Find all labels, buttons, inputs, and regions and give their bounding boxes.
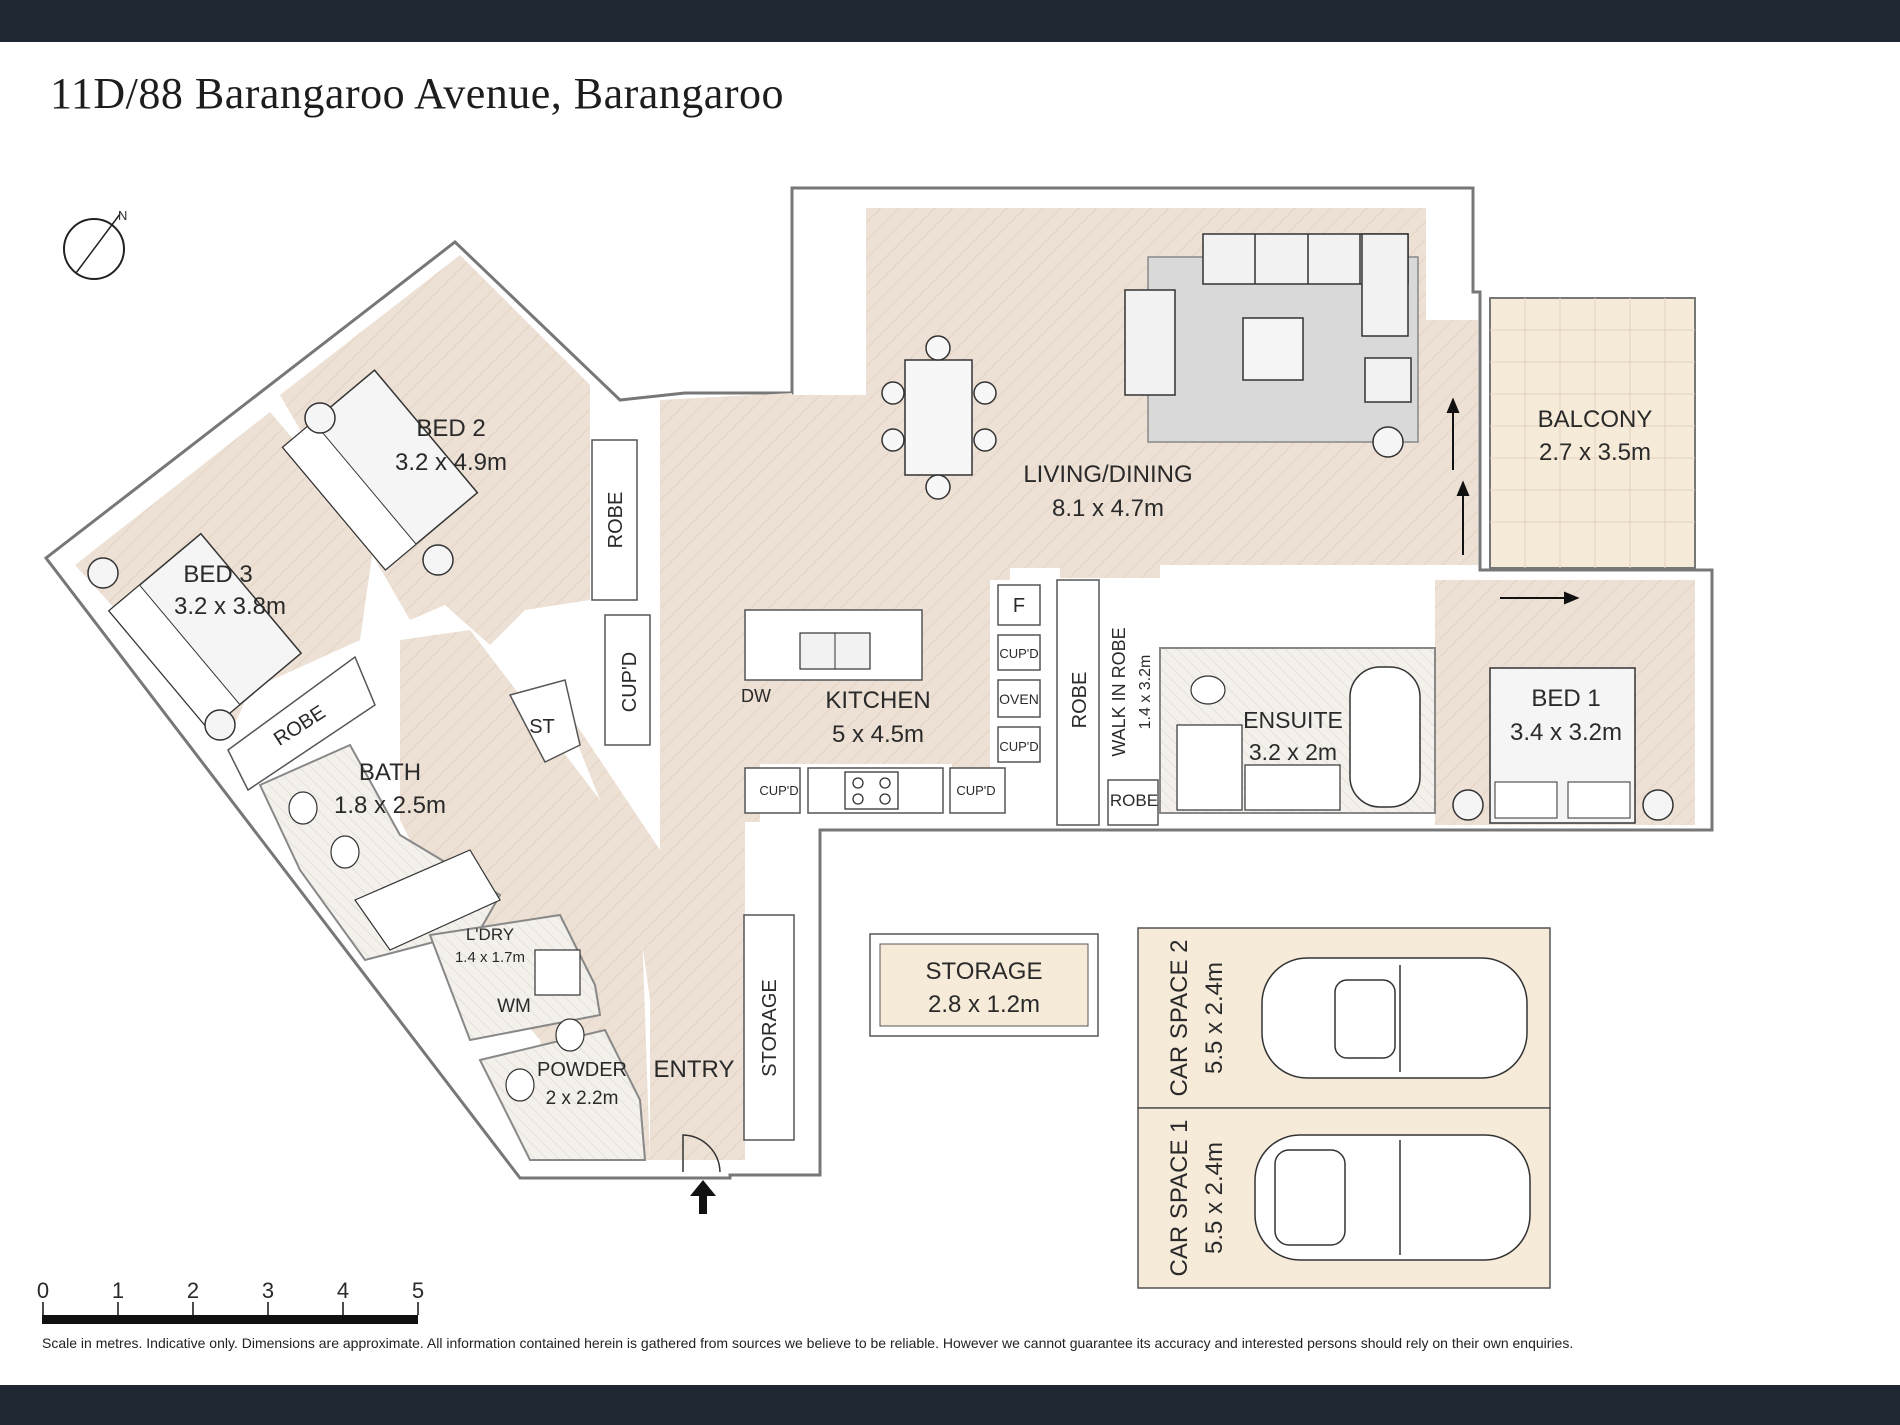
- car2-size: 5.5 x 2.4m: [1201, 962, 1228, 1074]
- entry-door: [682, 1134, 721, 1173]
- bath-fixtures: [288, 791, 585, 1102]
- bed2-size: 3.2 x 4.9m: [395, 449, 507, 476]
- north-compass-icon: N: [63, 208, 127, 280]
- car1-size: 5.5 x 2.4m: [1201, 1142, 1228, 1254]
- storage-size: 2.8 x 1.2m: [928, 991, 1040, 1018]
- bath-name: BATH: [359, 759, 421, 786]
- wm-label: WM: [497, 996, 531, 1017]
- scale-tick-label: 3: [262, 1278, 274, 1303]
- bed3-name: BED 3: [183, 561, 252, 588]
- living-size: 8.1 x 4.7m: [1052, 495, 1164, 522]
- car-icon: [1261, 957, 1528, 1079]
- powder-size: 2 x 2.2m: [546, 1088, 619, 1109]
- scale-bar: 0 1 2 3 4 5: [37, 1278, 424, 1324]
- bathtub-icon: [1349, 666, 1421, 808]
- fridge-label: F: [1013, 595, 1025, 617]
- bedside-lamp-icon: [1642, 789, 1674, 821]
- bed1-size: 3.4 x 3.2m: [1510, 719, 1622, 746]
- robe-small-label: ROBE: [1110, 791, 1158, 810]
- robe-bed2-label: ROBE: [605, 492, 627, 549]
- cupd-bench-right-label: CUP'D: [956, 783, 995, 798]
- bed1-bed-icon: [1489, 667, 1636, 824]
- ensuite-size: 3.2 x 2m: [1249, 739, 1337, 765]
- scale-tick-label: 0: [37, 1278, 49, 1303]
- top-bar: [0, 0, 1900, 42]
- hallway-floor: [400, 630, 650, 1160]
- storage-hall-label: STORAGE: [759, 979, 781, 1076]
- bedside-lamp-icon: [304, 402, 336, 434]
- car-icon: [1254, 1134, 1531, 1261]
- bath-size: 1.8 x 2.5m: [334, 792, 446, 819]
- living-floor: [560, 208, 1478, 1160]
- oven-label: OVEN: [999, 691, 1039, 707]
- laundry-name: L'DRY: [466, 925, 514, 944]
- bedside-lamp-icon: [204, 709, 236, 741]
- cupd-hall: [604, 614, 651, 746]
- kitchen-size: 5 x 4.5m: [832, 721, 924, 748]
- sofa-icon: [1124, 233, 1409, 396]
- bottom-bar: [0, 1385, 1900, 1425]
- cupd-lower: [997, 726, 1041, 763]
- robe-small: [1107, 779, 1159, 826]
- bedside-lamp-icon: [422, 544, 454, 576]
- balcony-floor: [1489, 297, 1696, 569]
- entry-arrow-icon: [690, 1180, 716, 1214]
- st-cupboard: [508, 679, 581, 763]
- kitchen-island: [744, 609, 923, 681]
- wir-name: WALK IN ROBE: [1109, 627, 1129, 756]
- cupd-upper: [997, 634, 1041, 671]
- floor-plan: N: [37, 186, 1714, 1324]
- bed3-bed-icon: [107, 532, 303, 732]
- toilet-icon: [1190, 675, 1226, 705]
- storage-hall: [743, 914, 795, 1141]
- cupd-lower-label: CUP'D: [999, 739, 1038, 754]
- dining-table-icon: [881, 335, 997, 500]
- living-name: LIVING/DINING: [1023, 461, 1192, 488]
- robe-bed2: [591, 439, 638, 601]
- coffee-table-icon: [1242, 317, 1304, 381]
- powder-name: POWDER: [537, 1059, 627, 1081]
- scale-tick-label: 1: [112, 1278, 124, 1303]
- scale-tick-label: 5: [412, 1278, 424, 1303]
- entry-name: ENTRY: [654, 1056, 735, 1083]
- cupd-hall-label: CUP'D: [619, 652, 641, 713]
- robe-wir-label: ROBE: [1069, 672, 1091, 729]
- bed1-name: BED 1: [1531, 685, 1600, 712]
- laundry-size: 1.4 x 1.7m: [455, 949, 525, 966]
- vanity-icon: [1244, 764, 1341, 811]
- storage-name: STORAGE: [926, 958, 1043, 985]
- car2-name: CAR SPACE 2: [1166, 940, 1193, 1097]
- cupd-bench-left-label: CUP'D: [759, 783, 798, 798]
- st-label: ST: [529, 716, 555, 738]
- balcony-size: 2.7 x 3.5m: [1539, 439, 1651, 466]
- scale-tick-label: 4: [337, 1278, 349, 1303]
- wir-size: 1.4 x 3.2m: [1137, 655, 1154, 730]
- bedside-lamp-icon: [87, 557, 119, 589]
- ensuite-name: ENSUITE: [1243, 707, 1343, 733]
- kitchen-bench: [744, 767, 1006, 814]
- plant-icon: [1372, 426, 1404, 458]
- disclaimer-text: Scale in metres. Indicative only. Dimens…: [42, 1335, 1574, 1351]
- page-title: 11D/88 Barangaroo Avenue, Barangaroo: [50, 69, 784, 118]
- door-arrow-icon: [1446, 397, 1580, 605]
- cupd-upper-label: CUP'D: [999, 646, 1038, 661]
- compass-n-label: N: [118, 208, 127, 223]
- armchair-icon: [1364, 357, 1412, 403]
- robe-wir: [1056, 579, 1100, 826]
- balcony-name: BALCONY: [1538, 406, 1653, 433]
- car1-name: CAR SPACE 1: [1166, 1120, 1193, 1277]
- balcony-tiles: [1490, 298, 1695, 568]
- dw-label: DW: [741, 686, 771, 706]
- oven: [997, 679, 1041, 718]
- fridge: [997, 584, 1041, 626]
- kitchen-name: KITCHEN: [825, 687, 930, 714]
- bed2-name: BED 2: [416, 415, 485, 442]
- laundry-floor: [428, 913, 602, 1042]
- cooktop-icon: [844, 771, 899, 810]
- robe-bed3: [227, 655, 376, 792]
- scale-tick-label: 2: [187, 1278, 199, 1303]
- bed3-size: 3.2 x 3.8m: [174, 593, 286, 620]
- bedside-lamp-icon: [1452, 789, 1484, 821]
- shower-icon: [1176, 724, 1243, 811]
